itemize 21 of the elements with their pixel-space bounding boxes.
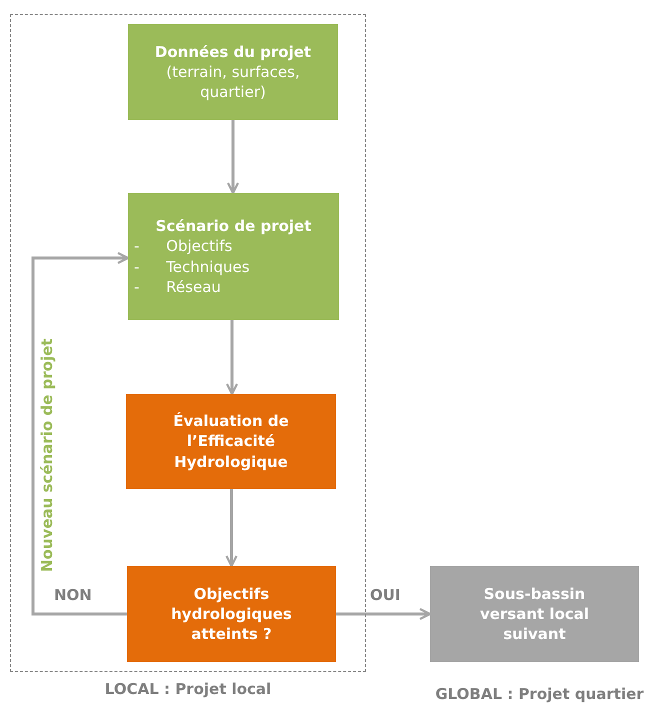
node-label: GLOBAL : Projet quartier [434,684,645,704]
list-item: - Objectifs [134,236,232,256]
arrow [32,252,130,616]
arrow [226,120,240,194]
box-text: (terrain, surfaces, quartier) [165,62,301,102]
process-box [128,193,339,320]
arrow [226,320,238,396]
box-title: Données du projet [154,42,312,62]
box-title: Scénario de projet [154,216,312,236]
process-box [126,394,336,489]
loop-label: Nouveau scénario de projet [38,338,56,572]
list-item: - Réseau [134,276,221,297]
arrow [225,489,238,568]
frame-title: LOCAL : Projet local [104,679,272,700]
list-item: - Techniques [134,256,250,277]
process-box [128,24,338,120]
decision-box [127,566,336,662]
arrow [336,608,432,620]
box-title: Sous-bassin versant local suivant [478,584,590,644]
box-title: Objectifs hydrologiques atteints ? [170,584,293,644]
box-title: Évaluation de l’Efficacité Hydrologique [172,411,290,472]
